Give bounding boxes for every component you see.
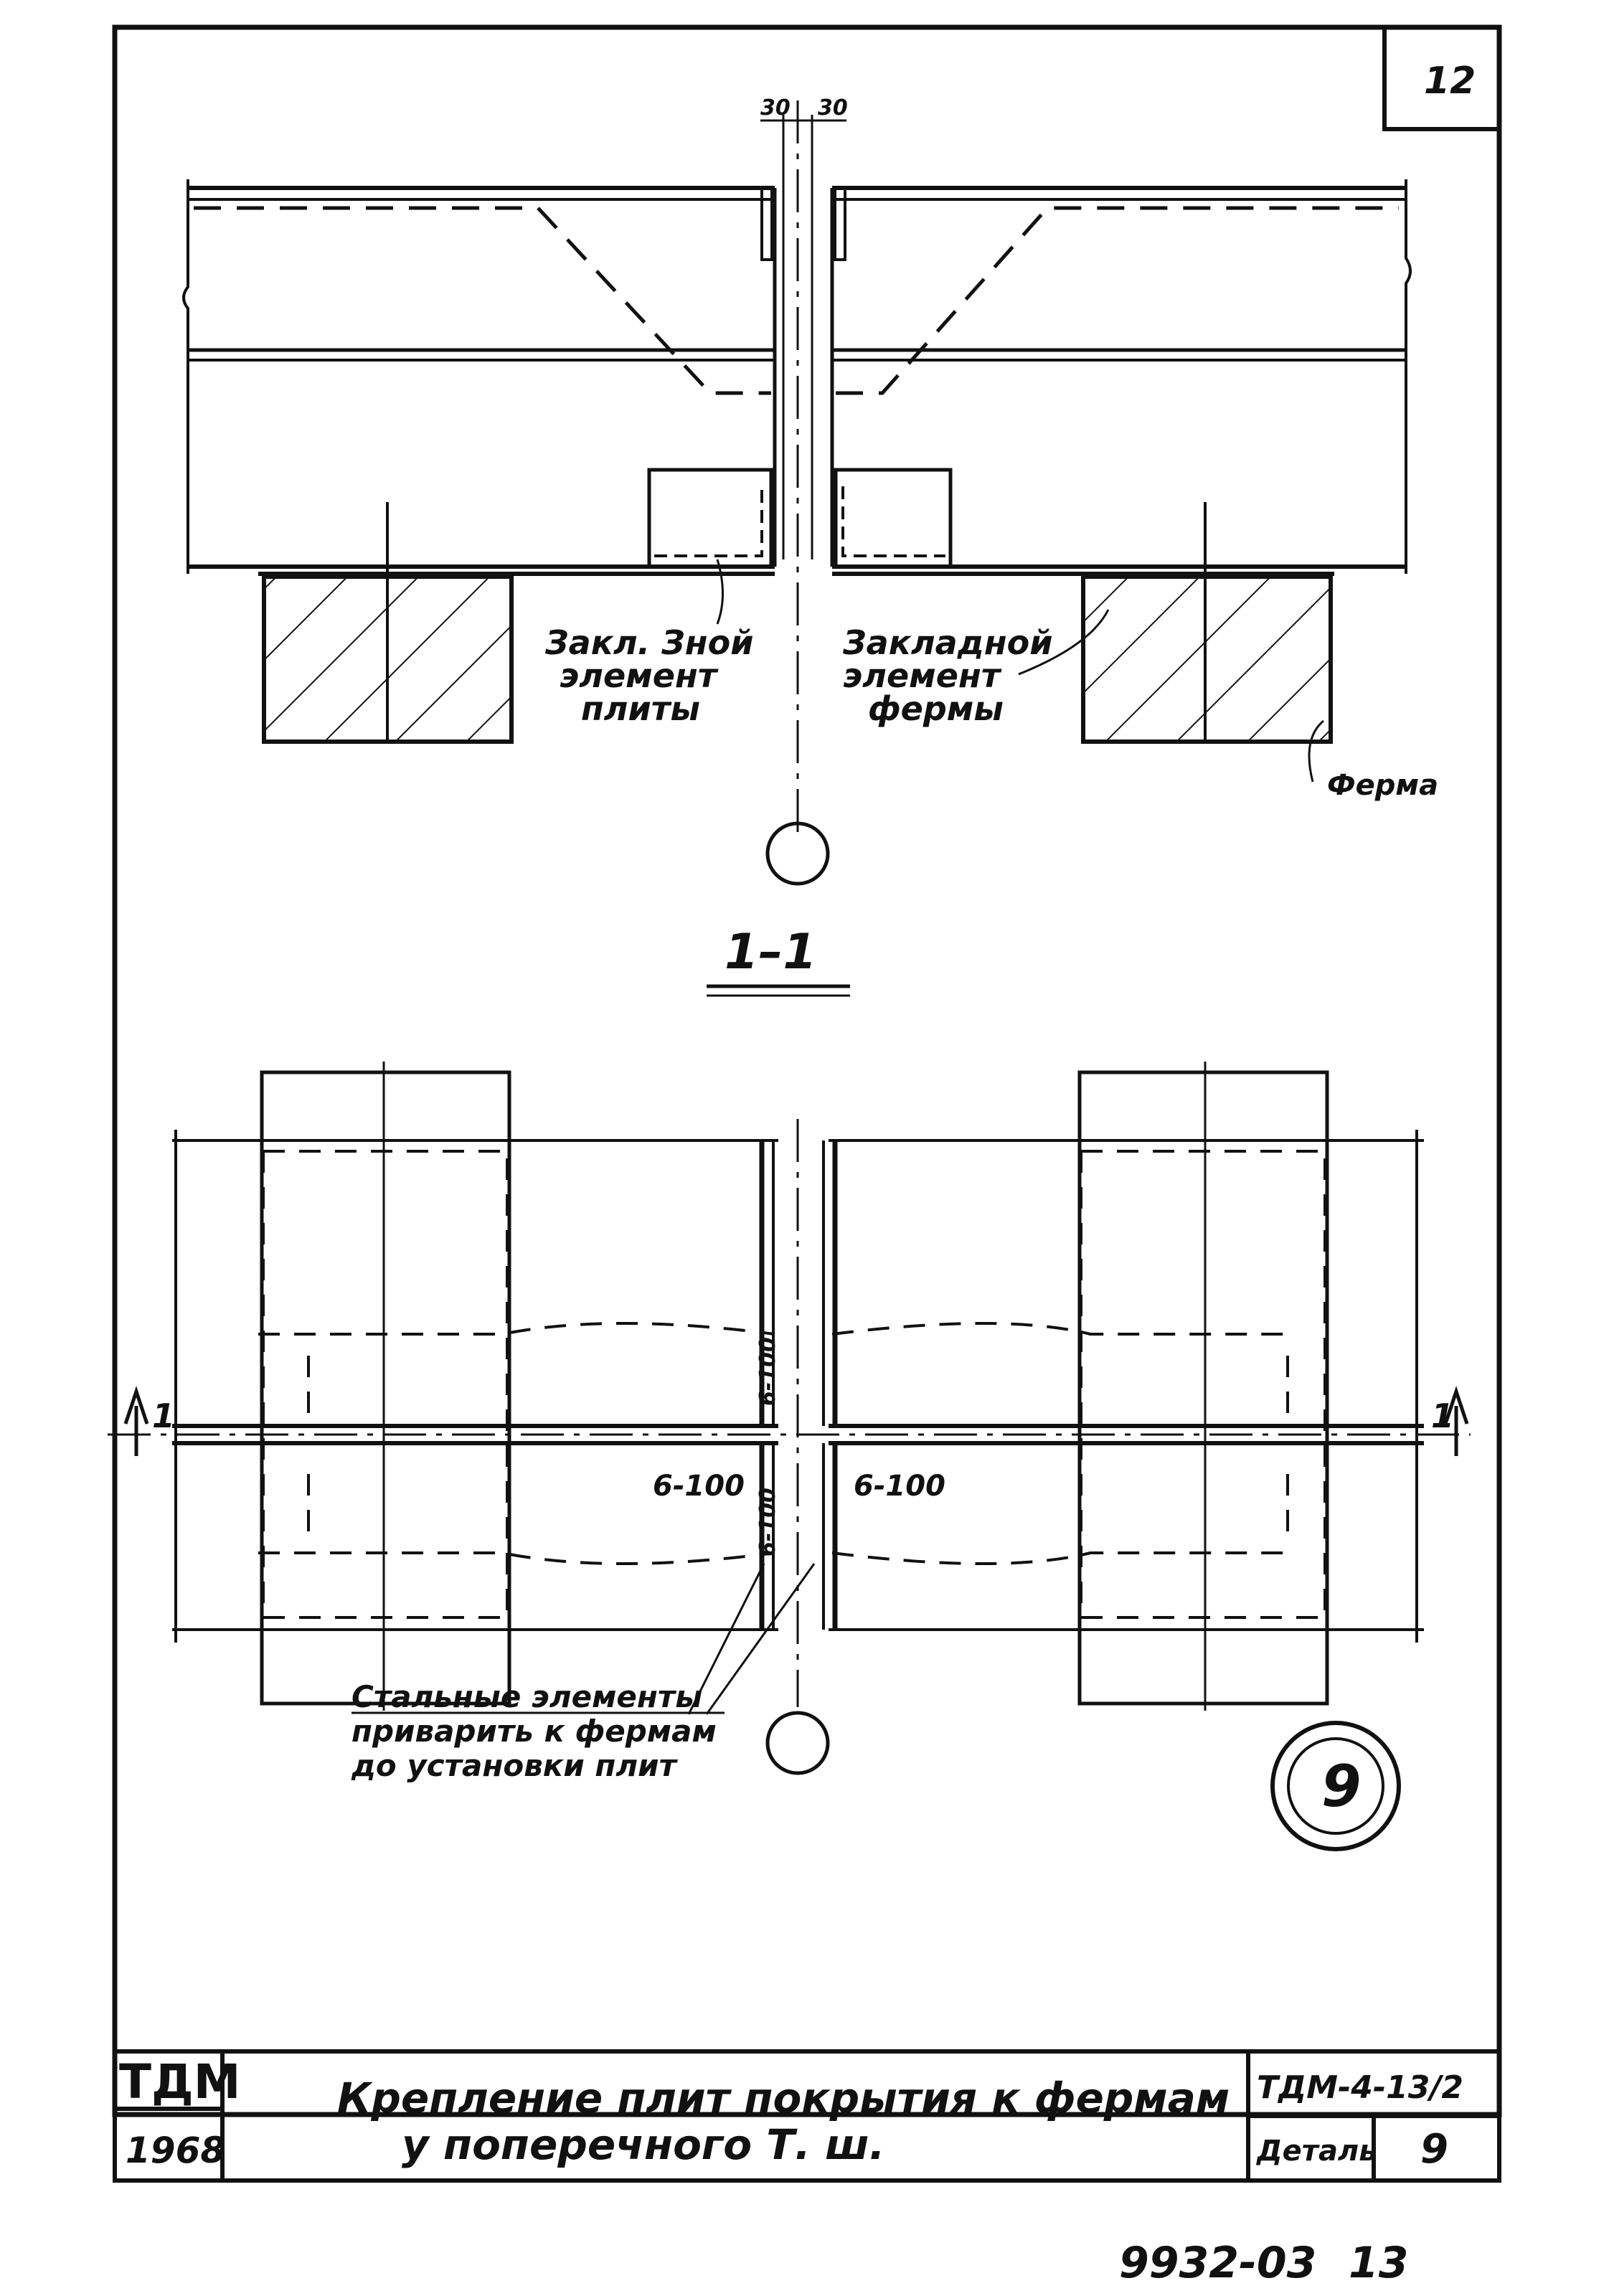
- plan-view: [108, 1062, 1471, 1851]
- axis-bubble-top: [765, 821, 830, 886]
- title-line-2: у поперечного Т. ш.: [402, 2120, 885, 2169]
- label-plate-embed: Закл. Зной элемент плиты: [544, 623, 753, 728]
- org-logo: ТДМ: [119, 2054, 240, 2110]
- truss-plan-left: [260, 1070, 511, 1706]
- label-truss-embed-2: элемент: [843, 656, 1002, 695]
- embed-plate-right: [834, 468, 953, 569]
- cut-arrow-right: [1443, 1386, 1469, 1456]
- note: Стальные элементы приварить к фермам до …: [351, 1679, 717, 1783]
- rib-right: [836, 206, 1399, 395]
- title-line-1: Крепление плит покрытия к фермам: [337, 2074, 1230, 2122]
- weld-lower-left: 6-100: [653, 1470, 745, 1503]
- page-number: 12: [1424, 60, 1476, 103]
- note-line-2: приварить к фермам: [351, 1714, 717, 1749]
- embed-plate-left: [647, 468, 773, 569]
- series-code: ТДМ-4-13/2: [1257, 2069, 1463, 2106]
- truss-plan-right: [1077, 1070, 1329, 1706]
- sheet-frame: [112, 24, 1502, 2117]
- weld-upper: 6-100: [755, 1337, 780, 1406]
- label-plate-embed-2: элемент: [560, 656, 719, 695]
- label-truss-embed-1: Закладной: [842, 623, 1052, 662]
- note-line-3: до установки плит: [351, 1748, 679, 1783]
- year: 1968: [126, 2130, 225, 2171]
- weld-lower-mid: 6-100: [755, 1488, 780, 1556]
- dim-left: 30: [760, 95, 791, 121]
- axis-bubble-bottom: [765, 1711, 830, 1775]
- cut-label-right: 1: [1431, 1397, 1454, 1435]
- cut-arrow-left: [123, 1386, 149, 1456]
- detail-circle-outer: [1270, 1721, 1401, 1851]
- dim-right: 30: [818, 95, 848, 121]
- truss-chord-right: [1081, 575, 1333, 744]
- plate-right: [830, 179, 1412, 574]
- bottom-page: 13: [1349, 2238, 1409, 2288]
- section-title: 1–1: [725, 924, 817, 981]
- detail-label: Деталь: [1255, 2135, 1377, 2168]
- detail-number: 9: [1420, 2126, 1448, 2173]
- plate-left: [182, 179, 777, 574]
- label-truss-embed: Закладной элемент фермы: [842, 623, 1052, 728]
- weld-lower-right: 6-100: [854, 1470, 945, 1503]
- rib-left: [194, 206, 771, 395]
- label-plate-embed-1: Закл. Зной: [544, 623, 753, 662]
- detail-circle-inner: [1287, 1737, 1384, 1835]
- cut-label-left: 1: [152, 1397, 175, 1435]
- detail-circle-number: 9: [1321, 1753, 1362, 1820]
- label-plate-embed-3: плиты: [581, 689, 700, 728]
- note-line-1: Стальные элементы: [351, 1679, 702, 1714]
- page-number-box: [1382, 27, 1499, 131]
- title-block: [113, 2049, 1501, 2183]
- label-truss-embed-3: фермы: [868, 689, 1004, 728]
- section-view: [182, 100, 1412, 886]
- label-truss: Ферма: [1327, 769, 1438, 802]
- bottom-code: 9932-03: [1119, 2238, 1316, 2288]
